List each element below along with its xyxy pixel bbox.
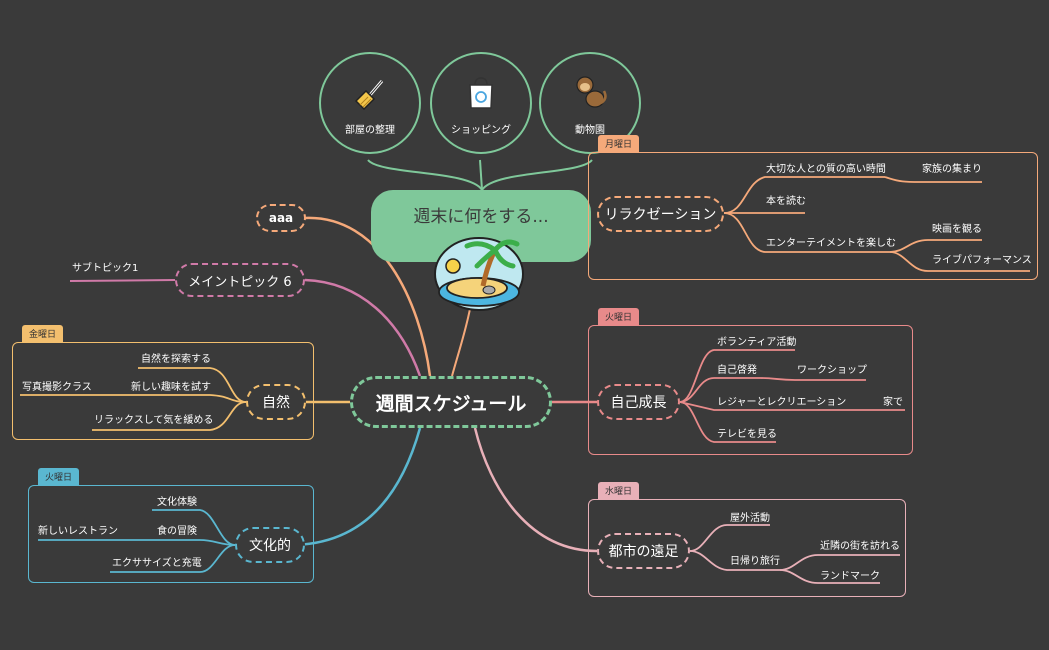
nature-item[interactable]: 写真撮影クラス	[22, 382, 92, 393]
aaa-node[interactable]: aaa	[256, 204, 306, 232]
growth-frame	[588, 325, 913, 455]
relax-node[interactable]: リラクゼーション	[597, 196, 724, 232]
circle-label: 部屋の整理	[345, 125, 395, 136]
culture-item[interactable]: エクササイズと充電	[112, 558, 202, 569]
culture-node[interactable]: 文化的	[235, 527, 305, 563]
nature-node[interactable]: 自然	[246, 384, 306, 420]
growth-item[interactable]: 自己啓発	[717, 365, 757, 376]
city-item[interactable]: ランドマーク	[820, 571, 880, 582]
relax-item[interactable]: 映画を観る	[932, 224, 982, 235]
city-node[interactable]: 都市の遠足	[597, 533, 690, 569]
top-circle-zoo[interactable]: 動物園	[540, 53, 640, 153]
subtopic-1-label[interactable]: サブトピック1	[72, 263, 139, 274]
city-item[interactable]: 日帰り旅行	[730, 556, 780, 567]
main-topic-6-node[interactable]: メイントピック 6	[175, 263, 305, 297]
relax-item[interactable]: エンターテイメントを楽しむ	[766, 238, 896, 249]
growth-item[interactable]: レジャーとレクリエーション	[717, 397, 847, 408]
growth-node[interactable]: 自己成長	[597, 384, 680, 420]
nature-item[interactable]: リラックスして気を緩める	[94, 415, 214, 426]
relax-item[interactable]: ライブパフォーマンス	[932, 255, 1032, 266]
top-circle-cleaning[interactable]: 部屋の整理	[320, 53, 420, 153]
city-item[interactable]: 近隣の街を訪れる	[820, 541, 900, 552]
relax-item[interactable]: 家族の集まり	[922, 164, 982, 175]
growth-day-tag: 火曜日	[598, 308, 640, 325]
nature-item[interactable]: 自然を探索する	[141, 354, 211, 365]
nature-day-tag: 金曜日	[22, 325, 64, 342]
growth-item[interactable]: 家で	[883, 397, 903, 408]
circle-label: ショッピング	[451, 125, 511, 136]
central-topic[interactable]: 週間スケジュール	[350, 376, 552, 428]
culture-item[interactable]: 文化体験	[157, 497, 197, 508]
city-frame	[588, 499, 906, 597]
relax-frame	[588, 152, 1038, 280]
city-day-tag: 水曜日	[598, 482, 640, 499]
island-palm-icon	[434, 237, 524, 311]
relax-item[interactable]: 本を読む	[766, 196, 806, 207]
monkey-icon	[576, 76, 607, 108]
growth-item[interactable]: ボランティア活動	[717, 337, 797, 348]
weekend-topic-box[interactable]: 週末に何をする...	[371, 190, 591, 238]
culture-item[interactable]: 食の冒険	[157, 526, 197, 537]
nature-item[interactable]: 新しい趣味を試す	[131, 382, 211, 393]
relax-day-tag: 月曜日	[598, 135, 640, 152]
nature-frame	[12, 342, 314, 440]
relax-item[interactable]: 大切な人との質の高い時間	[766, 164, 886, 175]
culture-item[interactable]: 新しいレストラン	[38, 526, 118, 537]
circle-label: 動物園	[575, 125, 605, 136]
culture-frame	[28, 485, 314, 583]
recycle-bag-icon	[469, 77, 493, 109]
growth-item[interactable]: テレビを見る	[717, 429, 777, 440]
culture-day-tag: 火曜日	[38, 468, 80, 485]
growth-item[interactable]: ワークショップ	[797, 365, 867, 376]
top-circle-shopping[interactable]: ショッピング	[431, 53, 531, 153]
city-item[interactable]: 屋外活動	[730, 513, 770, 524]
broom-icon	[354, 80, 384, 111]
